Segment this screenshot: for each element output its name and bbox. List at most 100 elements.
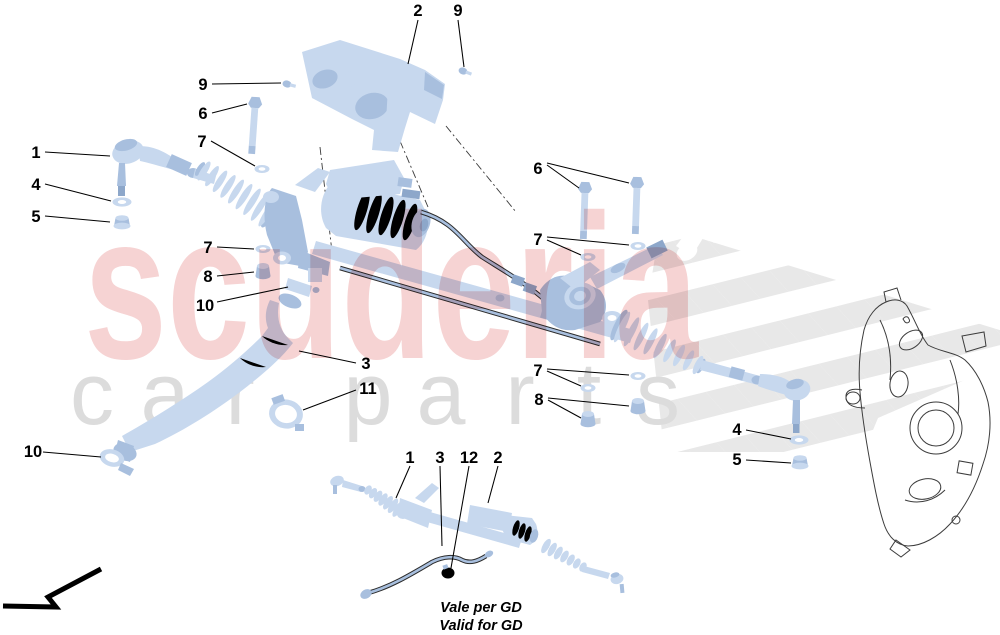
callout-label-3: 3 xyxy=(361,355,370,373)
callout-label-1: 1 xyxy=(31,144,40,162)
washer-7 xyxy=(580,253,596,261)
callout-label-9: 9 xyxy=(198,76,207,94)
washer-4 xyxy=(112,197,132,207)
checker-diamond xyxy=(705,384,754,414)
checker-diamond xyxy=(875,342,924,372)
leader-line xyxy=(457,19,465,68)
leader-line xyxy=(546,236,630,246)
electric-motor-unit xyxy=(321,160,564,320)
direction-arrow xyxy=(2,549,103,610)
inset-caption-line2: Valid for GD xyxy=(439,618,523,634)
washer-7 xyxy=(630,372,646,380)
tie-rod-end-left xyxy=(112,138,216,196)
cap-nut-8 xyxy=(255,263,271,280)
mounting-bolt xyxy=(244,96,263,155)
leader-line xyxy=(42,451,102,458)
checker-diamond xyxy=(931,328,980,358)
leader-line xyxy=(216,271,255,277)
callout-label-11: 11 xyxy=(359,380,376,398)
leader-line xyxy=(216,286,289,303)
checker-diamond xyxy=(677,391,726,421)
bellows-rib xyxy=(653,333,667,359)
leader-line xyxy=(44,151,111,157)
leader-line xyxy=(546,239,582,256)
bellows-rib xyxy=(227,179,245,204)
duct-clamp-10 xyxy=(99,449,134,476)
checker-diamond xyxy=(847,349,895,379)
cover-screw-right xyxy=(458,67,473,76)
cap-nut-8 xyxy=(580,411,596,428)
callout-label-2: 2 xyxy=(493,449,502,467)
air-duct xyxy=(113,293,302,462)
bellows-rib xyxy=(205,166,219,187)
leader-line xyxy=(487,465,499,504)
checker-diamond xyxy=(864,292,913,321)
hose-clamp-11 xyxy=(269,394,304,431)
checker-diamond xyxy=(648,298,676,327)
callout-label-3: 3 xyxy=(435,449,444,467)
checker-diamond xyxy=(769,263,817,292)
leader-line xyxy=(547,397,630,407)
leader-line xyxy=(546,368,630,376)
callout-label-9: 9 xyxy=(453,2,462,20)
washer-4 xyxy=(789,435,809,445)
bellows-rib xyxy=(235,184,253,210)
checker-diamond xyxy=(688,442,736,452)
checker-diamond xyxy=(903,335,952,365)
bellows-rib xyxy=(212,170,228,192)
bellows-rib xyxy=(383,495,393,510)
checker-diamond xyxy=(790,363,839,393)
callout-label-5: 5 xyxy=(732,451,741,469)
checker-diamond xyxy=(818,356,867,386)
bellows-rib xyxy=(613,311,631,343)
inset-caption-line1: Vale per GD xyxy=(440,600,522,616)
callout-label-8: 8 xyxy=(534,391,543,409)
checker-diamond xyxy=(716,435,765,452)
bellows-rib xyxy=(547,542,557,557)
callout-label-7: 7 xyxy=(197,133,206,151)
hex-nut-5 xyxy=(113,215,131,230)
watermark-letter: c xyxy=(70,344,114,443)
bellows-rib xyxy=(197,161,211,181)
callout-label-1: 1 xyxy=(405,449,414,467)
checker-diamond xyxy=(740,270,789,299)
leader-line xyxy=(546,162,630,184)
leader-line xyxy=(44,215,111,223)
bellows-rib xyxy=(378,493,388,506)
bellows-rib xyxy=(643,328,658,355)
watermark-letter: r xyxy=(505,344,534,443)
callout-label-5: 5 xyxy=(31,208,40,226)
steering-gear-housing xyxy=(263,168,330,282)
leader-line xyxy=(302,389,357,411)
checker-diamond xyxy=(712,277,761,306)
wheel-knuckle-outline xyxy=(845,287,991,558)
callout-label-7: 7 xyxy=(203,239,212,257)
callout-label-6: 6 xyxy=(198,105,207,123)
bellows-rib xyxy=(672,344,686,367)
bellows-rib xyxy=(560,550,569,563)
checker-diamond xyxy=(655,291,704,320)
bellows-rib xyxy=(663,339,676,363)
callout-label-4: 4 xyxy=(31,176,41,194)
tie-rod-end-right xyxy=(700,360,811,433)
leader-line xyxy=(450,465,470,569)
bellows-rib xyxy=(373,490,383,502)
callout-label-10: 10 xyxy=(24,443,42,461)
bellows-rib xyxy=(623,317,640,347)
hex-nut-5 xyxy=(791,455,809,470)
callout-label-7: 7 xyxy=(533,362,542,380)
cover-screw-left xyxy=(282,80,297,88)
leader-line xyxy=(211,82,282,85)
callout-label-8: 8 xyxy=(203,268,212,286)
bellows-rib xyxy=(387,498,399,514)
bellows-rib xyxy=(682,350,695,371)
washer-7 xyxy=(255,245,271,253)
bellows-rib xyxy=(572,558,581,569)
washer-7 xyxy=(580,384,596,392)
pinion-housing xyxy=(540,239,668,331)
checker-diamond xyxy=(829,407,878,436)
bellows-rib xyxy=(541,538,551,554)
